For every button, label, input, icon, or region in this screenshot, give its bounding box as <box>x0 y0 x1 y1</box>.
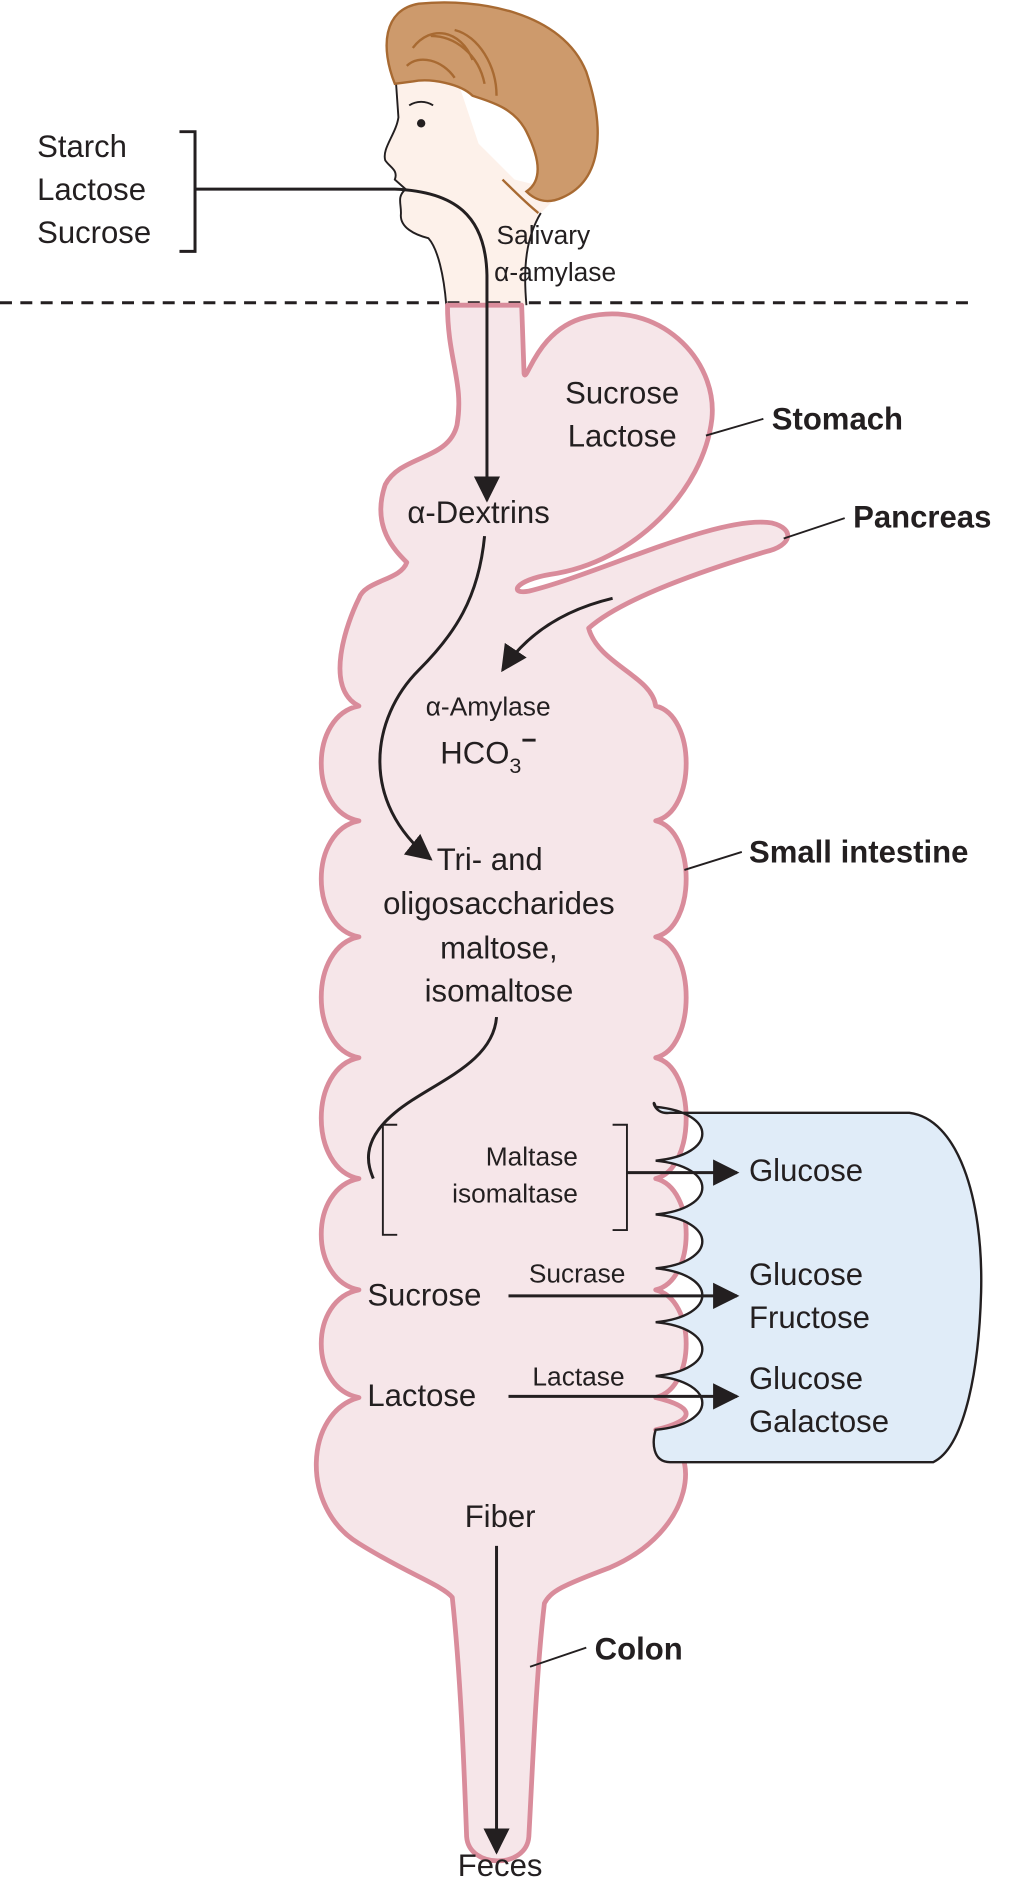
colon-leader-line <box>529 1646 587 1668</box>
feces-label: Feces <box>458 1848 543 1881</box>
enzyme-lactase: Lactase <box>532 1362 624 1392</box>
product-oligosaccharides: oligosaccharides <box>383 886 615 921</box>
enzyme-maltase: Maltase <box>486 1141 578 1171</box>
head-illustration <box>383 1 599 306</box>
pancreas-label: Pancreas <box>853 500 991 535</box>
dextrin-digestion-arrow <box>378 535 487 861</box>
absorbed-glucose-3: Glucose <box>749 1361 863 1396</box>
pancreatic-secretion-arrow <box>501 596 613 673</box>
salivary-label: Salivary <box>497 220 591 250</box>
face-skin <box>384 65 563 306</box>
ingestion-arrow <box>195 187 501 503</box>
input-lactose: Lactose <box>37 172 146 207</box>
stomach-leader-line <box>705 417 764 437</box>
bicarbonate: HCO3− <box>440 725 536 778</box>
enzyme-sucrase: Sucrase <box>529 1259 626 1289</box>
oligosaccharide-connector <box>366 1016 499 1180</box>
eye <box>416 119 426 128</box>
colon-label: Colon <box>595 1632 683 1667</box>
stomach-lactose: Lactose <box>568 418 677 453</box>
maltase-bracket-right <box>612 1123 628 1232</box>
absorbed-glucose-2: Glucose <box>749 1257 863 1292</box>
small-intestine-label: Small intestine <box>749 835 968 870</box>
absorbed-glucose-1: Glucose <box>749 1153 863 1188</box>
alpha-amylase-pancreatic: α-Amylase <box>426 692 551 722</box>
alpha-amylase-salivary-label: α-amylase <box>494 257 616 287</box>
fiber-label: Fiber <box>465 1499 536 1534</box>
enzyme-isomaltase: isomaltase <box>452 1179 578 1209</box>
stomach-label: Stomach <box>772 402 903 437</box>
alpha-dextrins: α-Dextrins <box>407 495 549 530</box>
maltase-bracket-left <box>381 1123 398 1236</box>
absorbed-galactose: Galactose <box>749 1404 889 1439</box>
product-isomaltose: isomaltose <box>425 974 574 1009</box>
stomach-sucrose: Sucrose <box>565 375 679 410</box>
product-maltose: maltose, <box>440 930 558 965</box>
input-bracket <box>179 130 197 253</box>
small-intestine-leader-line <box>684 851 743 871</box>
absorbed-fructose: Fructose <box>749 1300 870 1335</box>
hair <box>385 1 599 203</box>
gi-tract-outline <box>313 302 791 1864</box>
input-starch: Starch <box>37 129 127 164</box>
input-sucrose: Sucrose <box>37 215 151 250</box>
pancreas-leader-line <box>783 517 846 540</box>
enterocyte-cell <box>652 1101 983 1464</box>
substrate-sucrose: Sucrose <box>367 1277 481 1312</box>
product-tri-and: Tri- and <box>437 842 543 877</box>
substrate-lactose: Lactose <box>367 1378 476 1413</box>
